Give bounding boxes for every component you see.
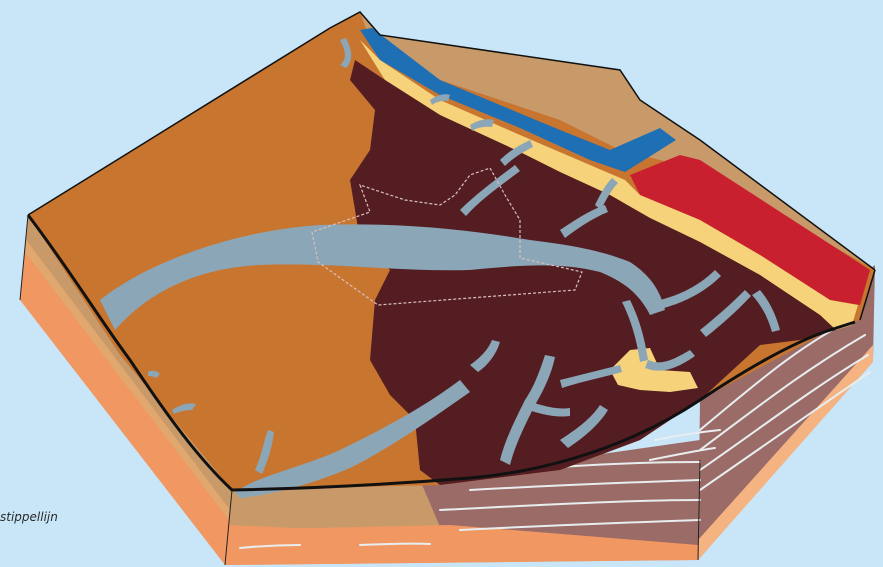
caption-text: stippellijn: [0, 510, 58, 524]
